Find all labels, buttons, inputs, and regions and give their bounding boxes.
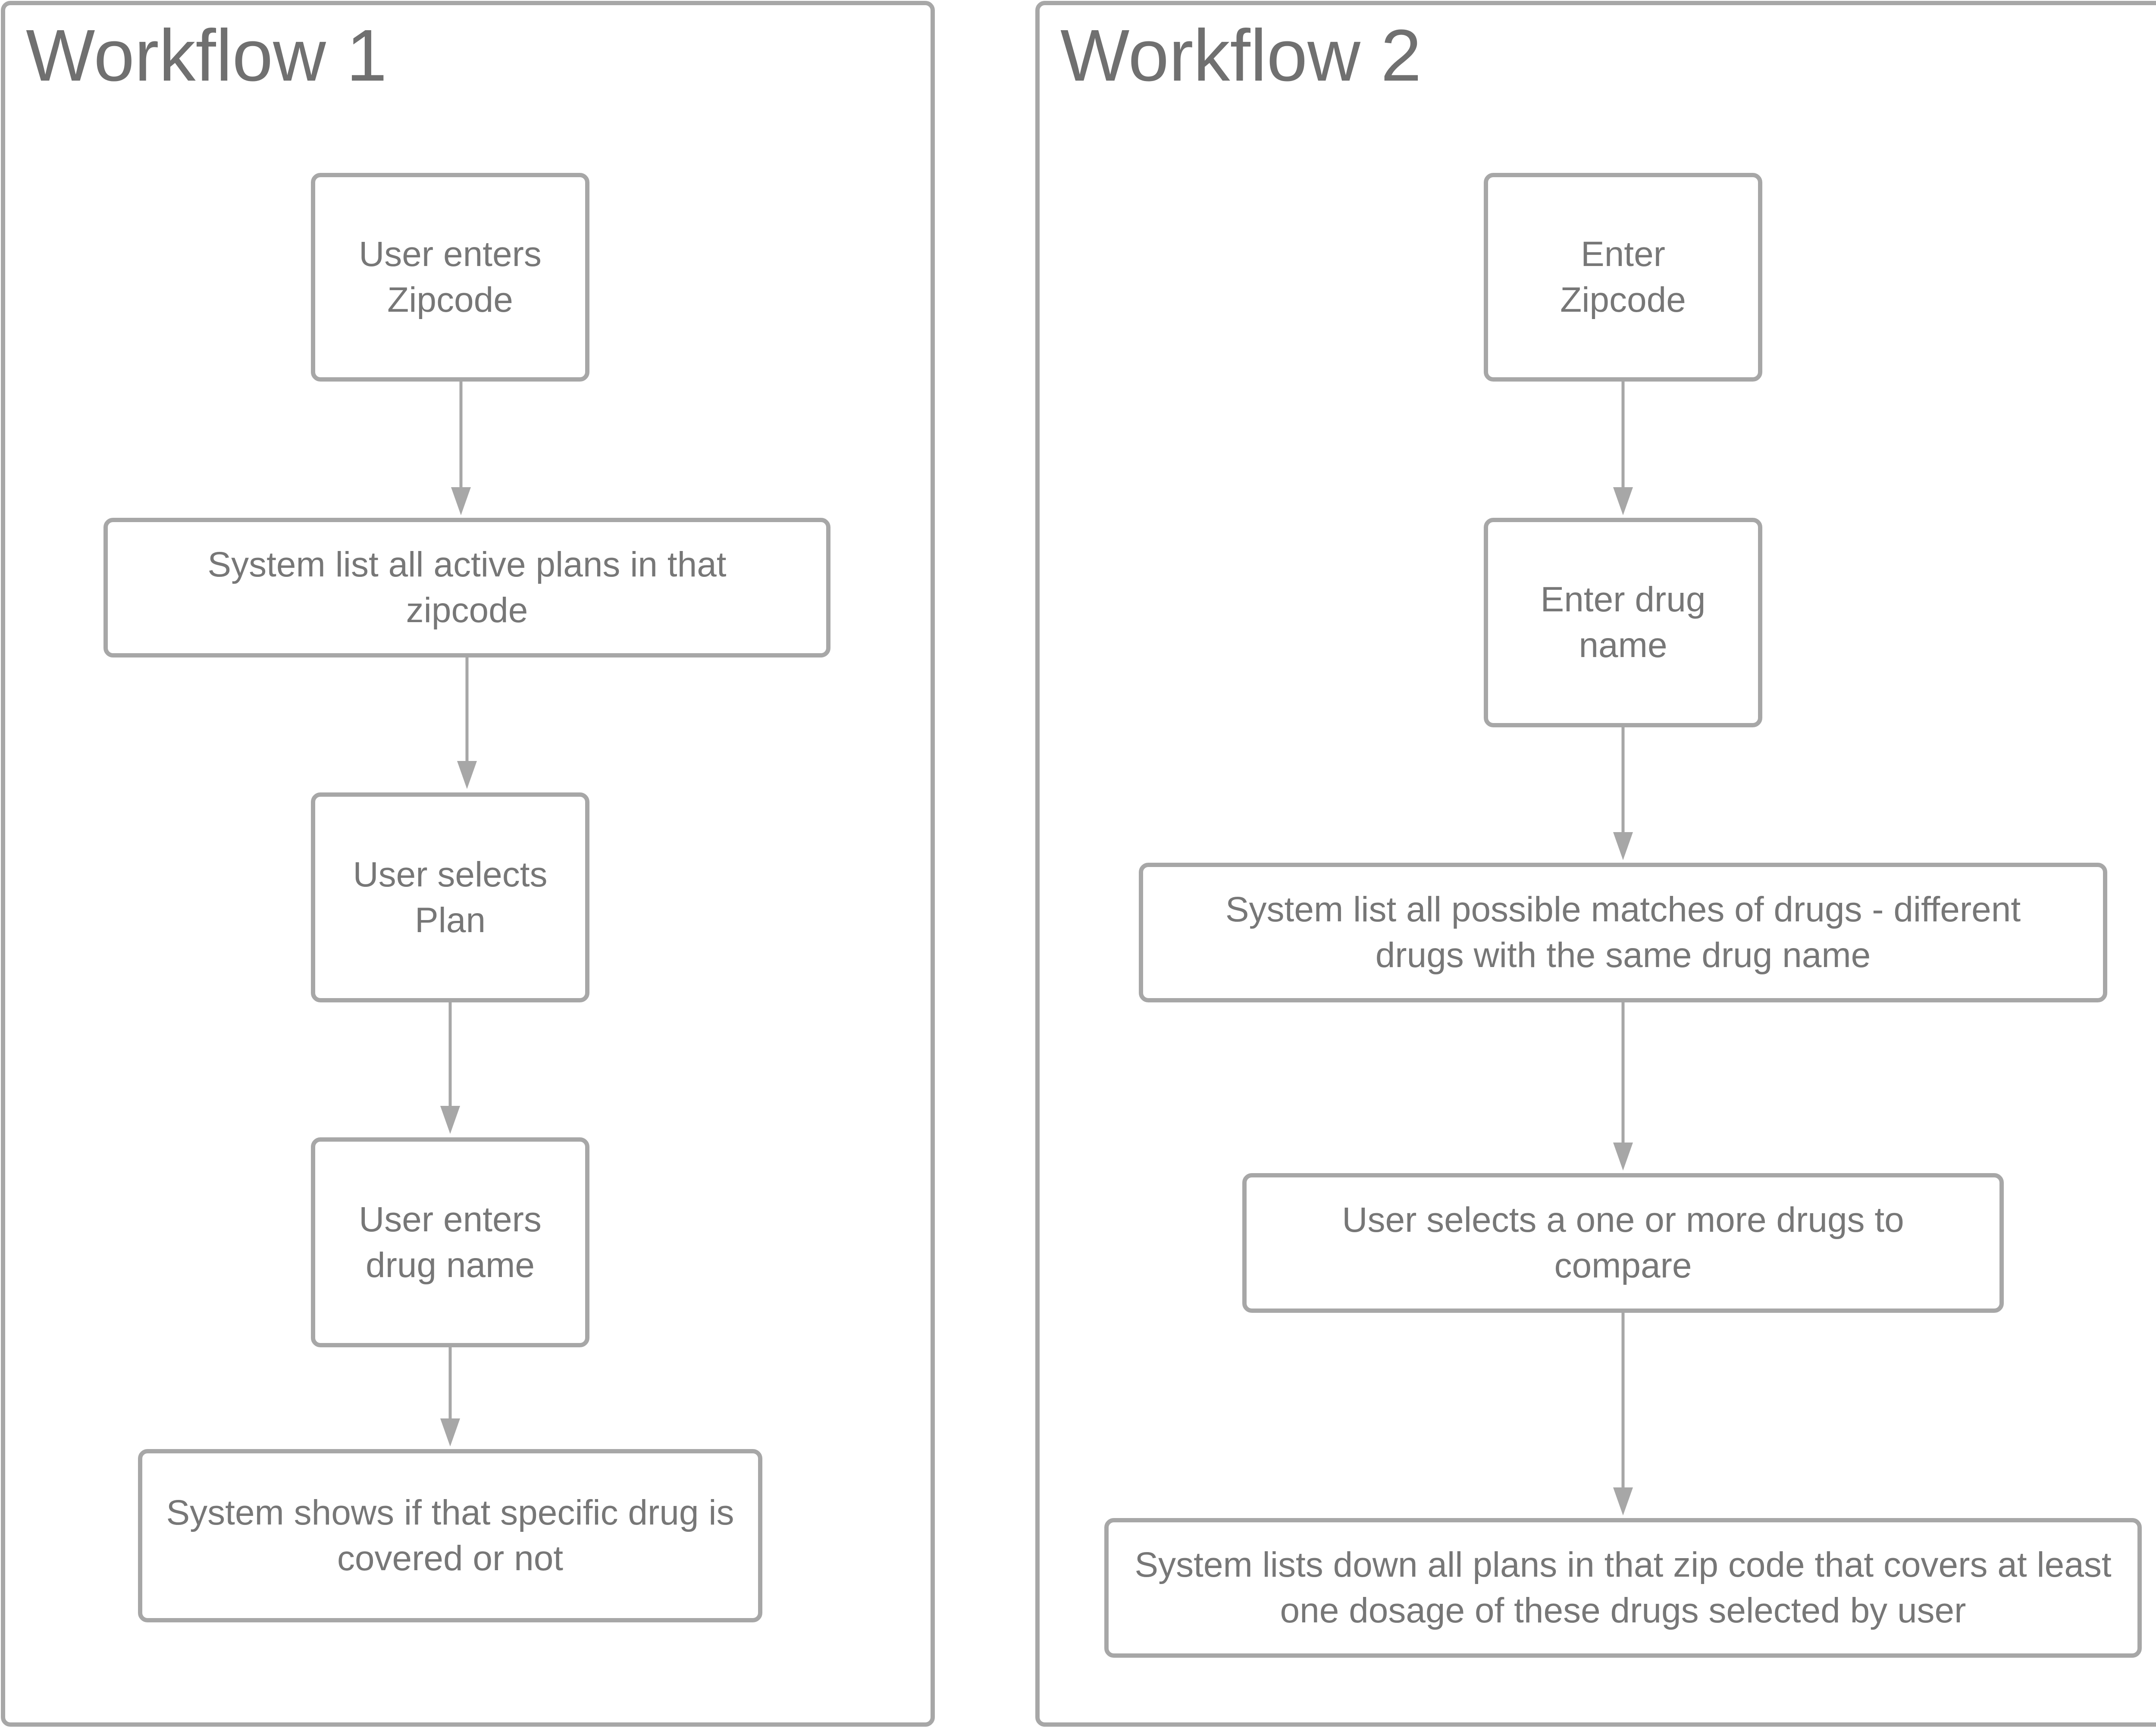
- wf1-step-1-label: User enters Zipcode: [359, 235, 542, 319]
- wf1-step-shows-drug-coverage: System shows if that specific drug is co…: [138, 1449, 762, 1622]
- wf1-step-list-active-plans: System list all active plans in that zip…: [103, 518, 830, 657]
- wf2-step-1-label: Enter Zipcode: [1560, 235, 1686, 319]
- wf1-step-4-label: User enters drug name: [359, 1199, 542, 1285]
- wf2-step-4-label: User selects a one or more drugs to comp…: [1342, 1200, 1904, 1285]
- wf1-step-2-label: System list all active plans in that zip…: [207, 545, 727, 630]
- wf2-step-2-label: Enter drug name: [1540, 580, 1706, 665]
- wf2-step-3-label: System list all possible matches of drug…: [1225, 890, 2021, 975]
- wf2-step-select-drugs: User selects a one or more drugs to comp…: [1242, 1173, 2004, 1313]
- wf2-step-list-drug-matches: System list all possible matches of drug…: [1139, 863, 2107, 1002]
- wf1-step-user-enters-drug-name: User enters drug name: [311, 1137, 589, 1347]
- wf1-step-5-label: System shows if that specific drug is co…: [166, 1493, 734, 1578]
- wf2-step-5-label: System lists down all plans in that zip …: [1134, 1545, 2112, 1630]
- wf2-step-list-covering-plans: System lists down all plans in that zip …: [1104, 1518, 2142, 1658]
- wf2-step-enter-drug-name: Enter drug name: [1484, 518, 1762, 727]
- wf2-step-enter-zipcode: Enter Zipcode: [1484, 173, 1762, 382]
- wf1-step-3-label: User selects Plan: [353, 855, 548, 940]
- wf1-step-user-enters-zipcode: User enters Zipcode: [311, 173, 589, 382]
- workflow-1-title: Workflow 1: [26, 15, 387, 97]
- wf1-step-user-selects-plan: User selects Plan: [311, 792, 589, 1002]
- workflow-2-title: Workflow 2: [1060, 15, 1422, 97]
